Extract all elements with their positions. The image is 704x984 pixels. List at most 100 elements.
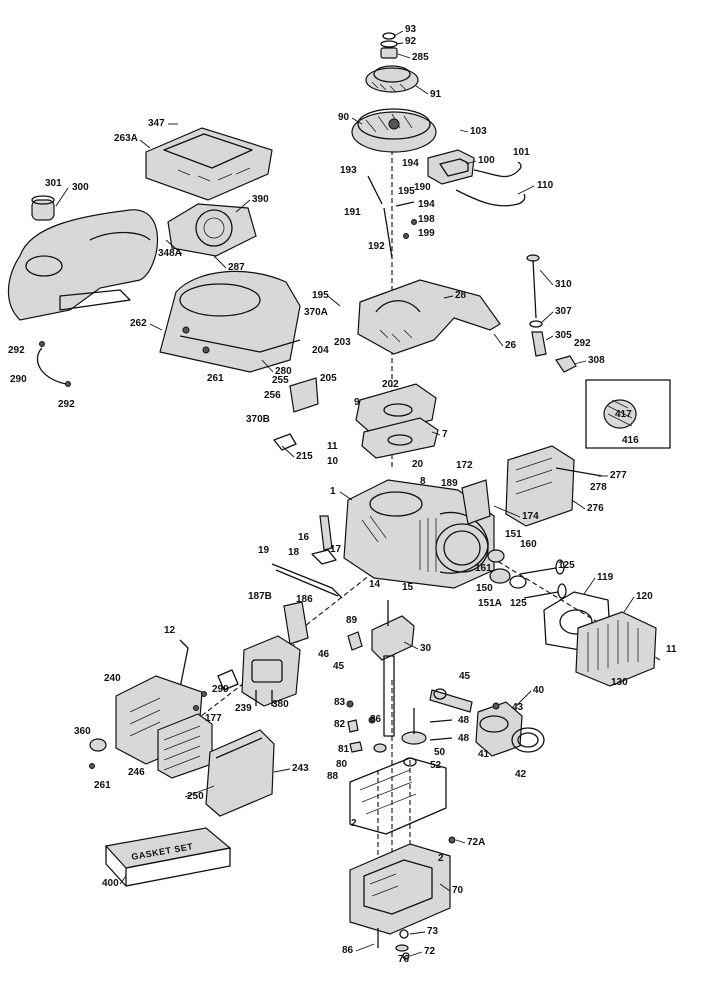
callout-c-11b: 11 [666, 644, 677, 655]
gasket-plates [355, 383, 439, 459]
callout-c-370B: 370B [246, 414, 270, 425]
callout-c-300: 300 [72, 182, 89, 193]
callout-c-417: 417 [615, 409, 632, 420]
starter-cup [365, 65, 419, 93]
callout-c-81: 81 [338, 744, 350, 755]
callout-c-2b: 2 [438, 853, 444, 864]
callout-c-42: 42 [515, 769, 527, 780]
primer-bulb [89, 738, 107, 769]
callout-c-12: 12 [164, 625, 176, 636]
callout-c-50: 50 [434, 747, 446, 758]
callout-c-7: 7 [442, 429, 448, 440]
callout-c-301: 301 [45, 178, 62, 189]
callout-c-30: 30 [420, 643, 432, 654]
callout-c-307: 307 [555, 306, 572, 317]
callout-c-48b: 48 [458, 733, 470, 744]
flywheel [351, 108, 437, 153]
callout-c-308: 308 [588, 355, 605, 366]
callout-c-215: 215 [296, 451, 313, 462]
callout-c-276: 276 [587, 503, 604, 514]
callout-c-347: 347 [148, 118, 165, 129]
callout-c-262: 262 [130, 318, 147, 329]
callout-c-263A: 263A [114, 133, 138, 144]
callout-c-305: 305 [555, 330, 572, 341]
callout-c-16: 16 [298, 532, 310, 543]
callout-c-100: 100 [478, 155, 495, 166]
callout-c-277: 277 [610, 470, 627, 481]
rod-bolts [429, 719, 453, 741]
callout-c-130: 130 [611, 677, 628, 688]
callout-c-280: 280 [275, 366, 292, 377]
callout-c-239: 239 [235, 703, 252, 714]
callout-c-250: 250 [187, 791, 204, 802]
callout-c-20: 20 [412, 459, 424, 470]
callout-c-348A: 348A [158, 248, 182, 259]
air-filter-cover [205, 729, 275, 817]
callout-c-198: 198 [418, 214, 435, 225]
callout-c-160a: 160 [520, 539, 537, 550]
callout-c-1: 1 [330, 486, 336, 497]
callout-c-256: 256 [264, 390, 281, 401]
callout-c-194b: 194 [418, 199, 435, 210]
linkage-rods [271, 563, 343, 599]
callout-c-88: 88 [327, 771, 339, 782]
callout-c-90: 90 [338, 112, 350, 123]
carburetor-gasket [283, 601, 309, 645]
callout-c-151a: 151 [505, 529, 522, 540]
callout-c-174: 174 [522, 511, 539, 522]
callout-c-292c: 292 [574, 338, 591, 349]
inset-box [585, 379, 671, 449]
cylinder-head [543, 591, 657, 687]
oil-sump [349, 836, 456, 935]
callout-c-199: 199 [418, 228, 435, 239]
governor-links [367, 175, 417, 259]
fuel-tank [7, 195, 159, 321]
callout-c-370A: 370A [304, 307, 328, 318]
callout-c-193: 193 [340, 165, 357, 176]
callout-c-101: 101 [513, 147, 530, 158]
muffler-right [505, 445, 603, 527]
choke-rod [179, 639, 189, 689]
callout-c-186: 186 [296, 594, 313, 605]
callout-c-287: 287 [228, 262, 245, 273]
callout-c-292a: 292 [8, 345, 25, 356]
callout-c-83: 83 [334, 697, 346, 708]
callout-c-91: 91 [430, 89, 442, 100]
callout-c-72A: 72A [467, 837, 485, 848]
callout-c-187B: 187B [248, 591, 272, 602]
callout-c-120: 120 [636, 591, 653, 602]
callout-c-195: 195 [398, 186, 415, 197]
callout-c-45b: 45 [459, 671, 471, 682]
callout-c-203: 203 [334, 337, 351, 348]
callout-c-41: 41 [478, 749, 490, 760]
blower-housing [159, 270, 301, 373]
piston-assembly [475, 701, 545, 757]
callout-c-278: 278 [590, 482, 607, 493]
callout-c-52: 52 [430, 760, 442, 771]
callout-c-28: 28 [455, 290, 467, 301]
callout-c-11: 11 [327, 441, 338, 452]
cylinder-block [343, 479, 495, 589]
gasket-set-box [104, 827, 232, 887]
callout-c-243: 243 [292, 763, 309, 774]
drain-plug-parts [377, 928, 410, 960]
callout-c-177: 177 [205, 713, 222, 724]
callout-c-246: 246 [128, 767, 145, 778]
callout-c-290: 290 [10, 374, 27, 385]
callout-c-92: 92 [405, 36, 417, 47]
carb-mount-gasket [193, 669, 239, 711]
callout-c-240: 240 [104, 673, 121, 684]
callout-c-119: 119 [597, 572, 614, 583]
callout-c-202: 202 [382, 379, 399, 390]
valve-springs [487, 549, 527, 589]
callout-c-151A: 151A [478, 598, 502, 609]
callout-c-43: 43 [512, 702, 524, 713]
callout-c-103: 103 [470, 126, 487, 137]
connecting-rod [347, 631, 473, 713]
callout-c-46: 46 [318, 649, 330, 660]
callout-c-285: 285 [412, 52, 429, 63]
callout-c-400: 400 [102, 878, 119, 889]
callout-c-14: 14 [369, 579, 381, 590]
